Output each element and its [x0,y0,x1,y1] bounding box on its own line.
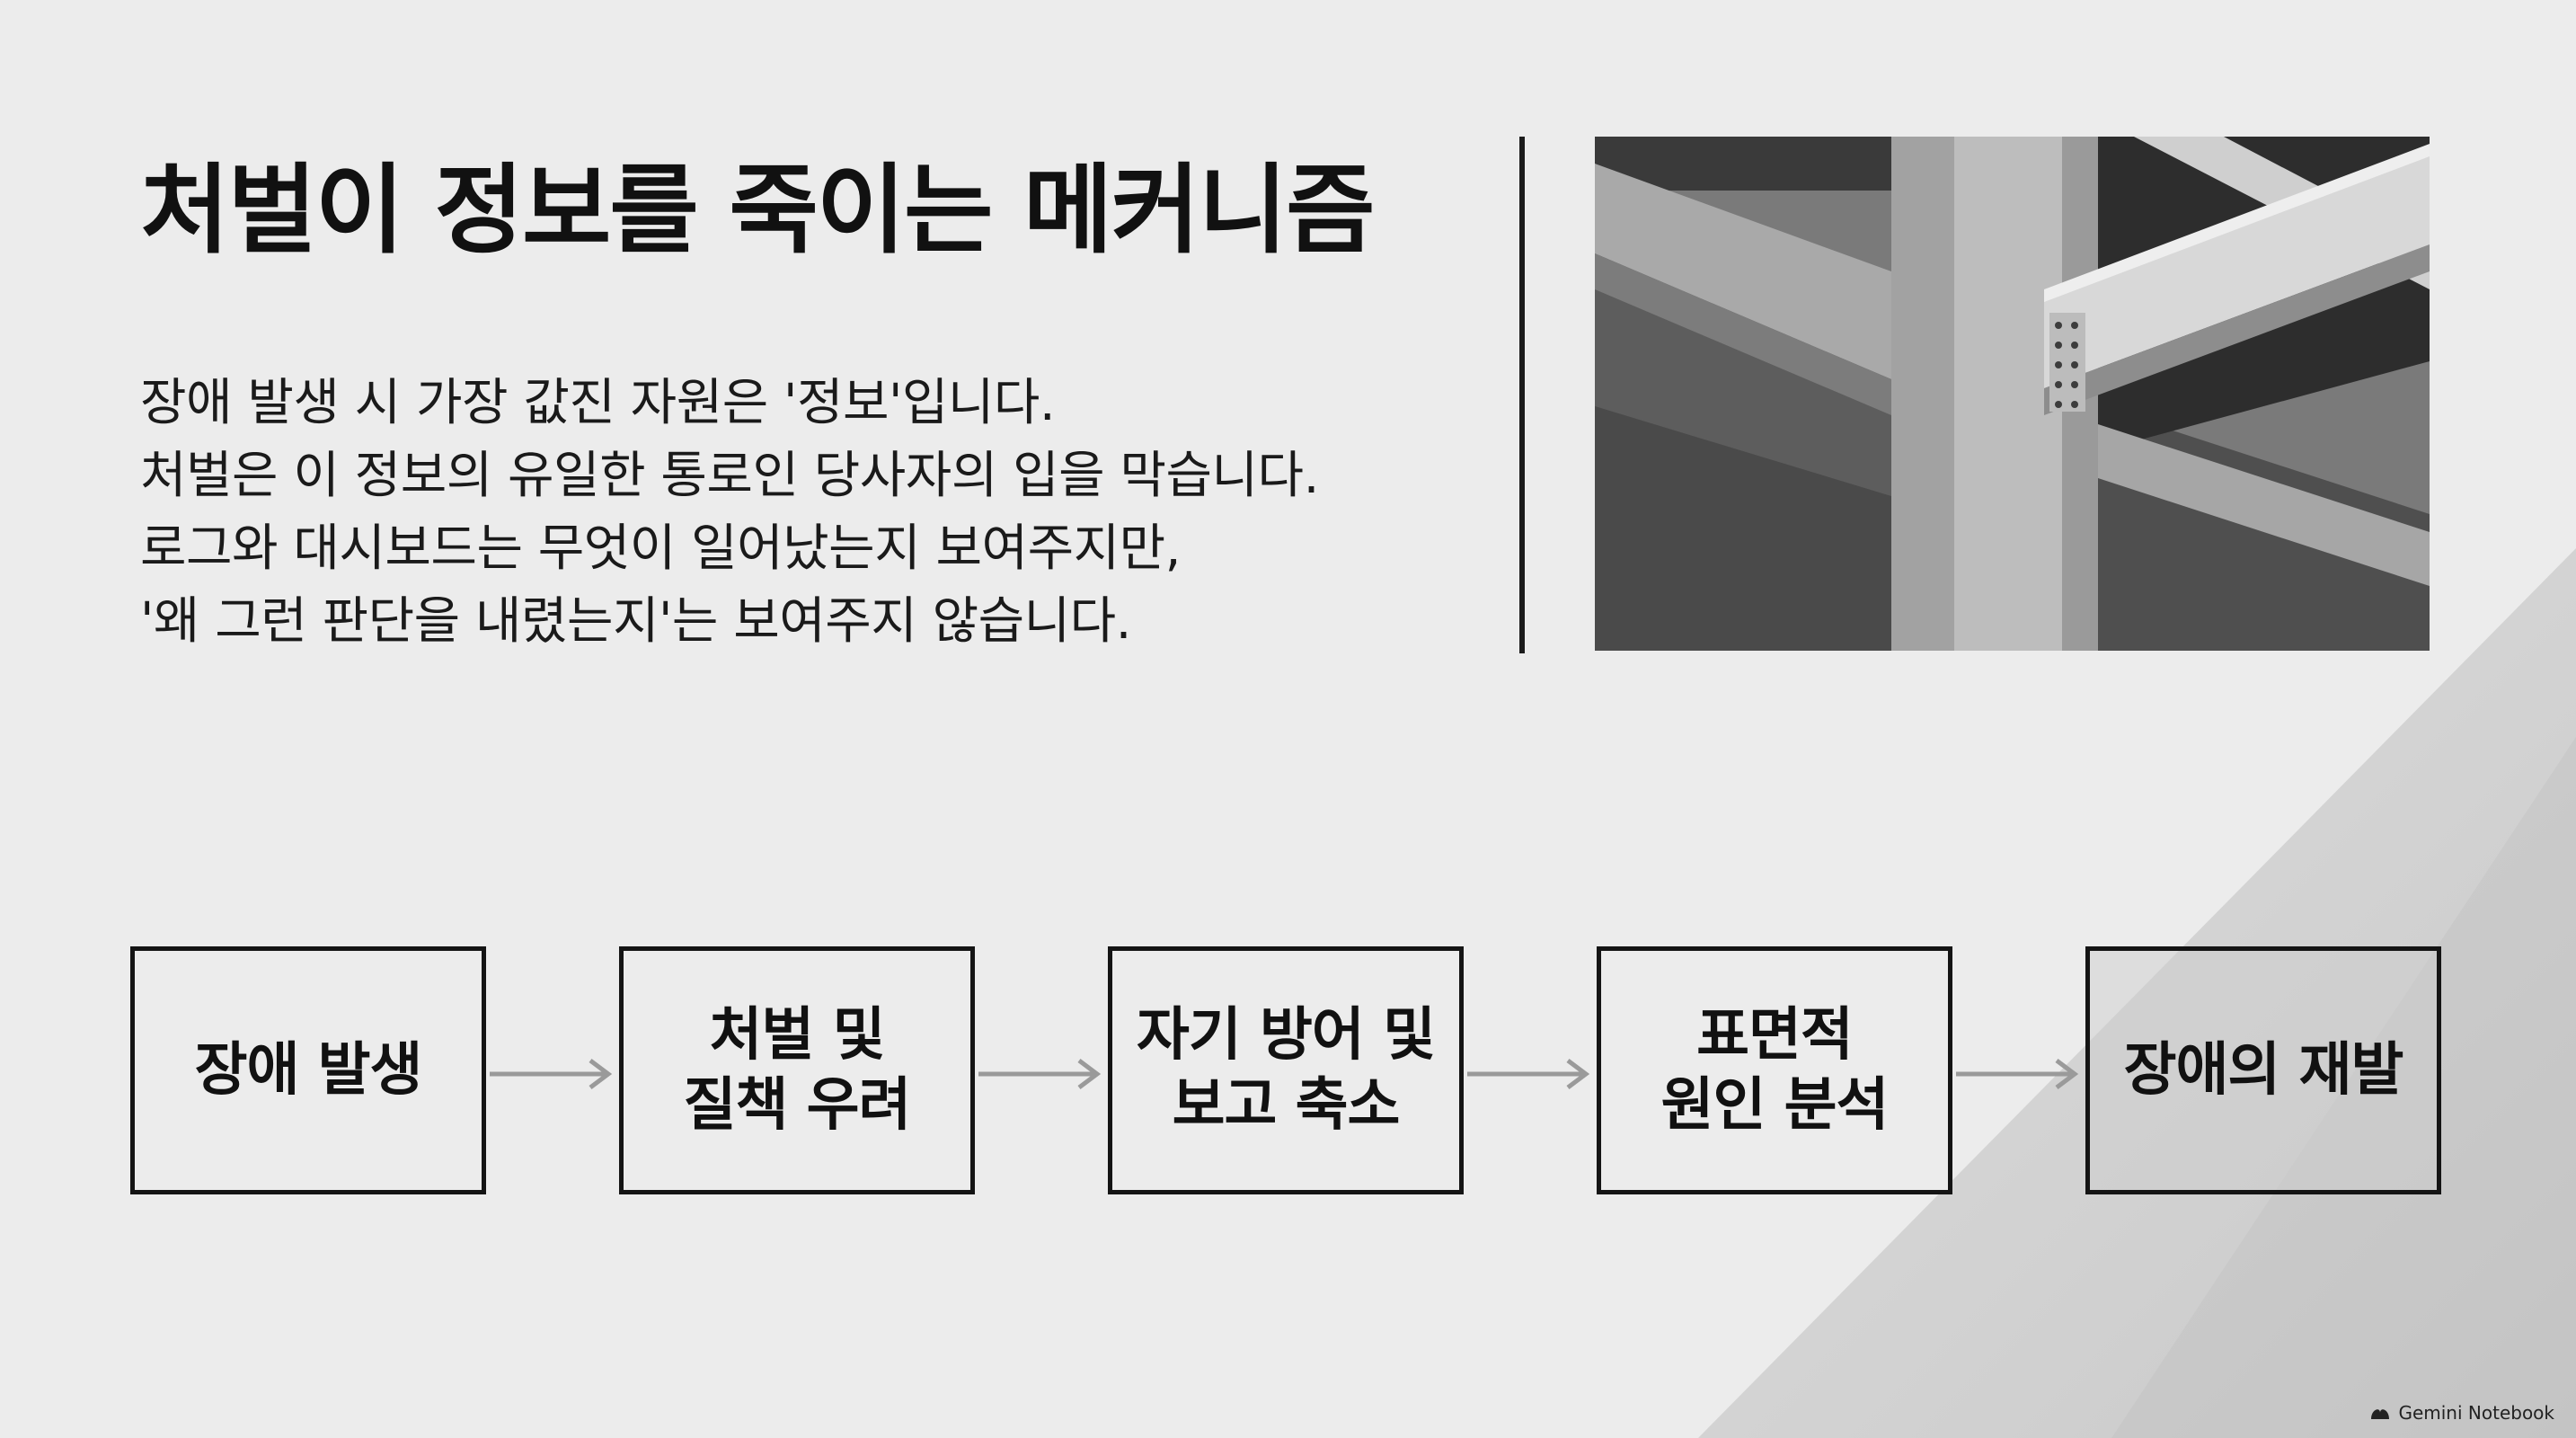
flow-step-label: 질책 우려 [683,1072,912,1139]
flow-step-label: 장애의 재발 [2123,1037,2404,1104]
branding: Gemini Notebook [2369,1402,2554,1424]
flow-step-label: 표면적 [1696,1002,1854,1069]
flow-step-defense: 자기 방어 및 보고 축소 [1108,946,1464,1194]
body-line: '왜 그런 판단을 내렸는지'는 보여주지 않습니다. [140,592,1131,651]
arrow-right-icon [1467,1059,1590,1089]
arrow-right-icon [490,1059,613,1089]
body-line: 처벌은 이 정보의 유일한 통로인 당사자의 입을 막습니다. [140,447,1319,505]
branding-label: Gemini Notebook [2398,1402,2554,1424]
flow-step-label: 보고 축소 [1172,1072,1401,1139]
slide-title: 처벌이 정보를 죽이는 메커니즘 [140,155,1375,267]
notebook-logo-icon [2371,1409,2390,1419]
arrow-right-icon [978,1059,1102,1089]
arrow-right-icon [1956,1059,2079,1089]
slide-body: 장애 발생 시 가장 값진 자원은 '정보'입니다. 처벌은 이 정보의 유일한… [140,367,1443,658]
vertical-divider [1519,137,1525,653]
flow-step-label: 장애 발생 [194,1037,423,1104]
flow-step-label: 자기 방어 및 [1137,1002,1436,1069]
flow-step-analysis: 표면적 원인 분석 [1597,946,1952,1194]
concrete-beam-photo [1595,137,2430,651]
flow-step-incident: 장애 발생 [130,946,486,1194]
flow-step-recurrence: 장애의 재발 [2085,946,2441,1194]
body-line: 로그와 대시보드는 무엇이 일어났는지 보여주지만, [140,519,1181,578]
flow-step-label: 처벌 및 [709,1002,886,1069]
body-line: 장애 발생 시 가장 값진 자원은 '정보'입니다. [140,374,1056,432]
flow-step-label: 원인 분석 [1660,1072,1890,1139]
flow-step-fear: 처벌 및 질책 우려 [619,946,975,1194]
